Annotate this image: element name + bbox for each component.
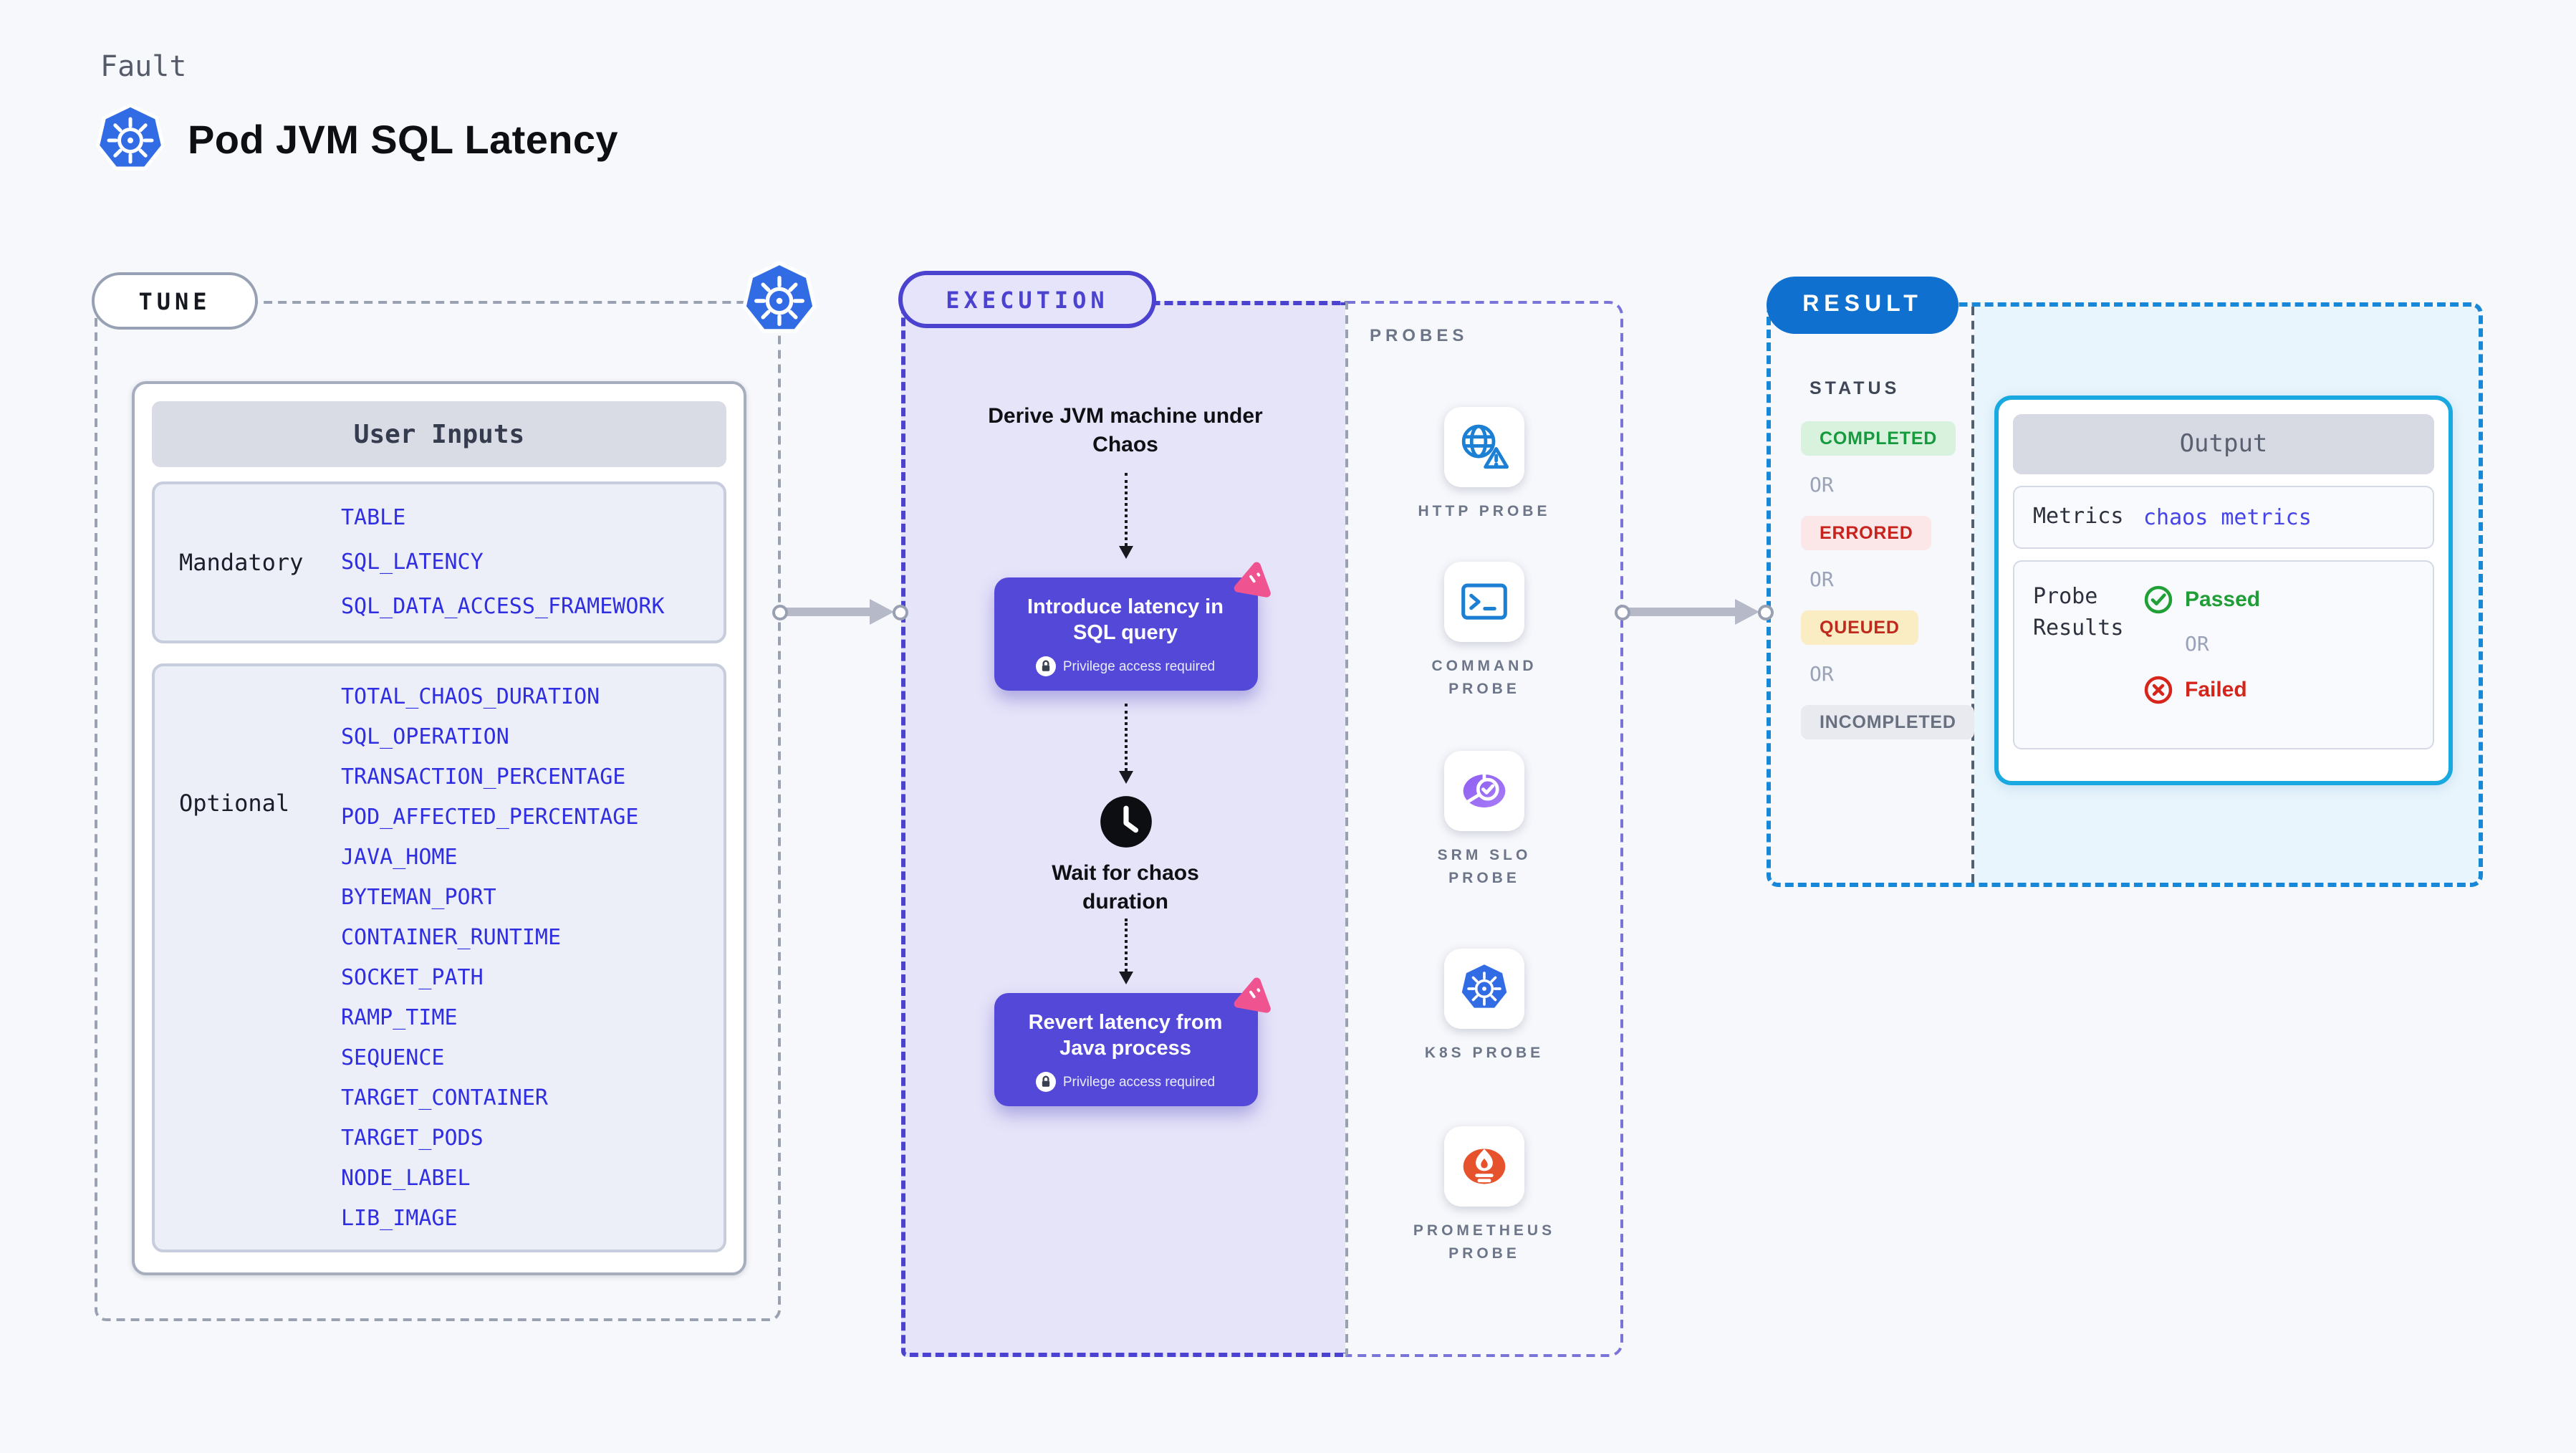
command-probe-icon	[1444, 562, 1524, 642]
input-field: SQL_OPERATION	[341, 724, 509, 749]
flow-arrow-down-icon	[1118, 704, 1133, 784]
probe-item-prometheus: PROMETHEUS PROBE	[1348, 1126, 1620, 1266]
mandatory-inputs-group: Mandatory TABLE SQL_LATENCY SQL_DATA_ACC…	[152, 481, 726, 643]
input-field: NODE_LABEL	[341, 1165, 471, 1191]
step-text: Revert latency from Java process	[1028, 1012, 1223, 1061]
optional-inputs-group: Optional TOTAL_CHAOS_DURATION SQL_OPERAT…	[152, 663, 726, 1252]
derive-step-text: Derive JVM machine under Chaos	[988, 404, 1263, 456]
revert-latency-step: Revert latency from Java process Privile…	[994, 993, 1257, 1107]
input-field: CONTAINER_RUNTIME	[341, 924, 562, 950]
input-field: JAVA_HOME	[341, 844, 458, 870]
result-section: RESULT STATUS COMPLETED OR ERRORED OR QU…	[1767, 277, 2483, 887]
optional-label: Optional	[179, 790, 290, 817]
input-field: TRANSACTION_PERCENTAGE	[341, 764, 626, 790]
input-field: SQL_DATA_ACCESS_FRAMEWORK	[341, 593, 665, 619]
probes-panel-label: PROBES	[1370, 325, 1469, 345]
output-area: Output Metrics chaos metrics Probe Resul…	[1974, 307, 2479, 883]
passed-result: Passed	[2143, 585, 2260, 615]
input-field: TABLE	[341, 504, 406, 530]
x-circle-icon	[2143, 675, 2173, 705]
probe-name: K8S PROBE	[1424, 1045, 1544, 1062]
probe-name: HTTP PROBE	[1418, 503, 1551, 520]
page-title: Pod JVM SQL Latency	[188, 118, 618, 162]
or-separator: OR	[1810, 663, 1834, 686]
result-section-label: RESULT	[1767, 277, 1959, 334]
or-separator: OR	[1810, 569, 1834, 592]
mandatory-fields: TABLE SQL_LATENCY SQL_DATA_ACCESS_FRAMEW…	[341, 484, 665, 641]
wait-step-text: Wait for chaos duration	[1052, 861, 1199, 913]
connector-endpoint	[1615, 604, 1630, 620]
tune-section-label: TUNE	[92, 272, 258, 330]
user-inputs-panel: User Inputs Mandatory TABLE SQL_LATENCY …	[132, 381, 746, 1275]
output-title: Output	[2013, 414, 2434, 474]
step-text: Introduce latency in SQL query	[1027, 596, 1224, 646]
input-field: TARGET_PODS	[341, 1125, 484, 1151]
input-field: SOCKET_PATH	[341, 964, 484, 990]
probe-name: PROMETHEUS PROBE	[1413, 1222, 1556, 1263]
metrics-row: Metrics chaos metrics	[2013, 486, 2434, 549]
probe-results-row: Probe Results Passed OR Failed	[2013, 560, 2434, 749]
probe-item-k8s: K8S PROBE	[1348, 949, 1620, 1065]
connector-endpoint	[772, 604, 788, 620]
input-field: BYTEMAN_PORT	[341, 884, 496, 910]
srm-slo-probe-icon	[1444, 751, 1524, 831]
failed-result: Failed	[2143, 675, 2260, 705]
http-probe-icon	[1444, 407, 1524, 487]
tune-section: User Inputs Mandatory TABLE SQL_LATENCY …	[95, 301, 781, 1321]
or-separator: OR	[2185, 633, 2209, 656]
probe-name: SRM SLO PROBE	[1437, 847, 1532, 888]
or-separator: OR	[1810, 474, 1834, 497]
prometheus-probe-icon	[1444, 1126, 1524, 1207]
probe-name: COMMAND PROBE	[1431, 658, 1537, 699]
chaos-fault-icon	[1231, 557, 1277, 603]
probe-item-command: COMMAND PROBE	[1348, 562, 1620, 701]
probes-panel: PROBES HTTP PROBE COMMAND PROBE SRM SLO …	[1345, 301, 1623, 1357]
page-header: Pod JVM SQL Latency	[95, 103, 618, 178]
connector-endpoint	[893, 604, 908, 620]
chaos-fault-icon	[1231, 973, 1277, 1018]
metrics-value: chaos metrics	[2143, 504, 2312, 530]
input-field: SQL_LATENCY	[341, 549, 484, 575]
input-field: POD_AFFECTED_PERCENTAGE	[341, 804, 639, 830]
status-badge-errored: ERRORED	[1801, 516, 1932, 550]
status-badge-queued: QUEUED	[1801, 610, 1918, 645]
output-card: Output Metrics chaos metrics Probe Resul…	[1994, 395, 2453, 785]
flow-arrow-down-icon	[1118, 919, 1133, 984]
execution-to-result-arrow	[1615, 599, 1774, 625]
privilege-badge: Privilege access required	[1008, 657, 1243, 677]
fault-eyebrow: Fault	[100, 49, 187, 83]
input-field: SEQUENCE	[341, 1045, 445, 1070]
kubernetes-icon	[95, 103, 166, 178]
probe-results-values: Passed OR Failed	[2143, 582, 2260, 748]
input-field: TARGET_CONTAINER	[341, 1085, 548, 1111]
lock-icon	[1036, 1073, 1056, 1093]
wait-clock-icon	[1095, 791, 1156, 853]
status-badge-incompleted: INCOMPLETED	[1801, 705, 1975, 739]
execution-flow: Derive JVM machine under Chaos Introduce…	[901, 301, 1345, 1357]
tune-to-execution-arrow	[772, 599, 908, 625]
check-circle-icon	[2143, 585, 2173, 615]
input-field: RAMP_TIME	[341, 1004, 458, 1030]
execution-section-label: EXECUTION	[898, 271, 1156, 328]
metrics-label: Metrics	[2033, 503, 2124, 529]
privilege-badge: Privilege access required	[1008, 1073, 1243, 1093]
mandatory-label: Mandatory	[179, 549, 304, 576]
input-field: TOTAL_CHAOS_DURATION	[341, 684, 600, 709]
k8s-probe-icon	[1444, 949, 1524, 1029]
input-field: LIB_IMAGE	[341, 1205, 458, 1231]
status-badge-completed: COMPLETED	[1801, 421, 1956, 456]
execution-section: EXECUTION Derive JVM machine under Chaos…	[898, 271, 1623, 1357]
probe-item-http: HTTP PROBE	[1348, 407, 1620, 524]
lock-icon	[1036, 657, 1056, 677]
status-column: STATUS COMPLETED OR ERRORED OR QUEUED OR…	[1771, 307, 1975, 883]
user-inputs-title: User Inputs	[152, 401, 726, 467]
kubernetes-icon	[741, 261, 818, 341]
probe-item-srm-slo: SRM SLO PROBE	[1348, 751, 1620, 891]
connector-endpoint	[1758, 604, 1774, 620]
probe-results-label: Probe Results	[2033, 583, 2124, 641]
status-heading: STATUS	[1810, 378, 1900, 398]
introduce-latency-step: Introduce latency in SQL query Privilege…	[994, 577, 1257, 691]
flow-arrow-down-icon	[1118, 473, 1133, 559]
optional-fields: TOTAL_CHAOS_DURATION SQL_OPERATION TRANS…	[341, 666, 638, 1250]
